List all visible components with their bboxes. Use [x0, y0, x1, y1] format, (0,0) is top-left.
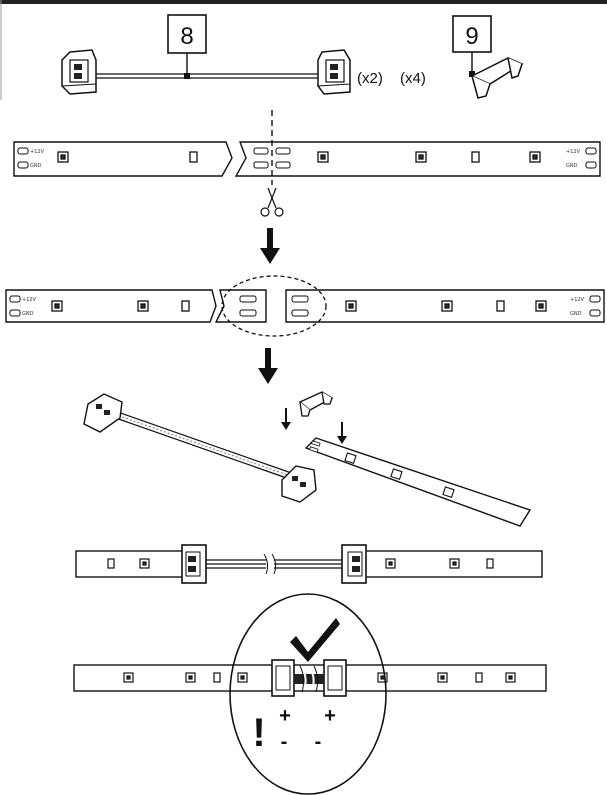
step-1-label-positive-left: +12V: [30, 149, 45, 155]
step-2-cut-strip: +12V GND +12V GND: [5, 275, 605, 337]
part-8-right-clip: [317, 49, 351, 95]
step-4-connected-strip: [75, 544, 543, 584]
step-1-label-positive-right: +12V: [566, 149, 581, 155]
top-border: [0, 0, 607, 4]
checkmark-icon: [290, 618, 340, 662]
step-3-insert-strip: [83, 391, 532, 527]
arrow-down-icon: [260, 228, 280, 264]
part-9-number: 9: [465, 23, 478, 50]
magnifier-circle: [229, 593, 387, 795]
part-9-clip: (x4) 9: [400, 15, 524, 99]
polarity-positive-right: +: [324, 705, 336, 727]
step-1-label-negative-left: GND: [30, 163, 42, 169]
arrow-down-icon: [281, 408, 291, 430]
step-5-polarity-check: + + - - !: [73, 593, 547, 795]
scissors-icon: [260, 187, 284, 217]
step-2-label-positive-right: +12V: [570, 297, 585, 303]
step-2-label-positive-left: +12V: [22, 297, 37, 303]
step-2-label-negative-right: GND: [570, 311, 582, 317]
arrow-down-icon: [258, 348, 278, 384]
part-8-connector-cable: 8 (x2): [61, 14, 383, 95]
step-3-right-clip: [281, 465, 317, 503]
step-1-led-strip: +12V GND +12V GND: [13, 110, 601, 185]
arrow-down-icon: [337, 422, 347, 444]
warning-icon: !: [252, 711, 265, 755]
part-9-label-box: [452, 15, 492, 53]
polarity-negative-left: -: [281, 731, 288, 753]
polarity-positive-left: +: [279, 705, 291, 727]
part-8-quantity: (x2): [357, 70, 383, 87]
part-8-leader-dot: [184, 73, 190, 79]
part-8-left-clip: [61, 49, 97, 95]
step-1-label-negative-right: GND: [566, 163, 578, 169]
cut-highlight-circle: [221, 275, 327, 337]
polarity-negative-right: -: [315, 731, 322, 753]
step-2-label-negative-left: GND: [22, 311, 34, 317]
part-9-quantity: (x4): [400, 70, 426, 87]
part-8-number: 8: [180, 23, 193, 50]
step-3-left-clip: [83, 393, 123, 433]
